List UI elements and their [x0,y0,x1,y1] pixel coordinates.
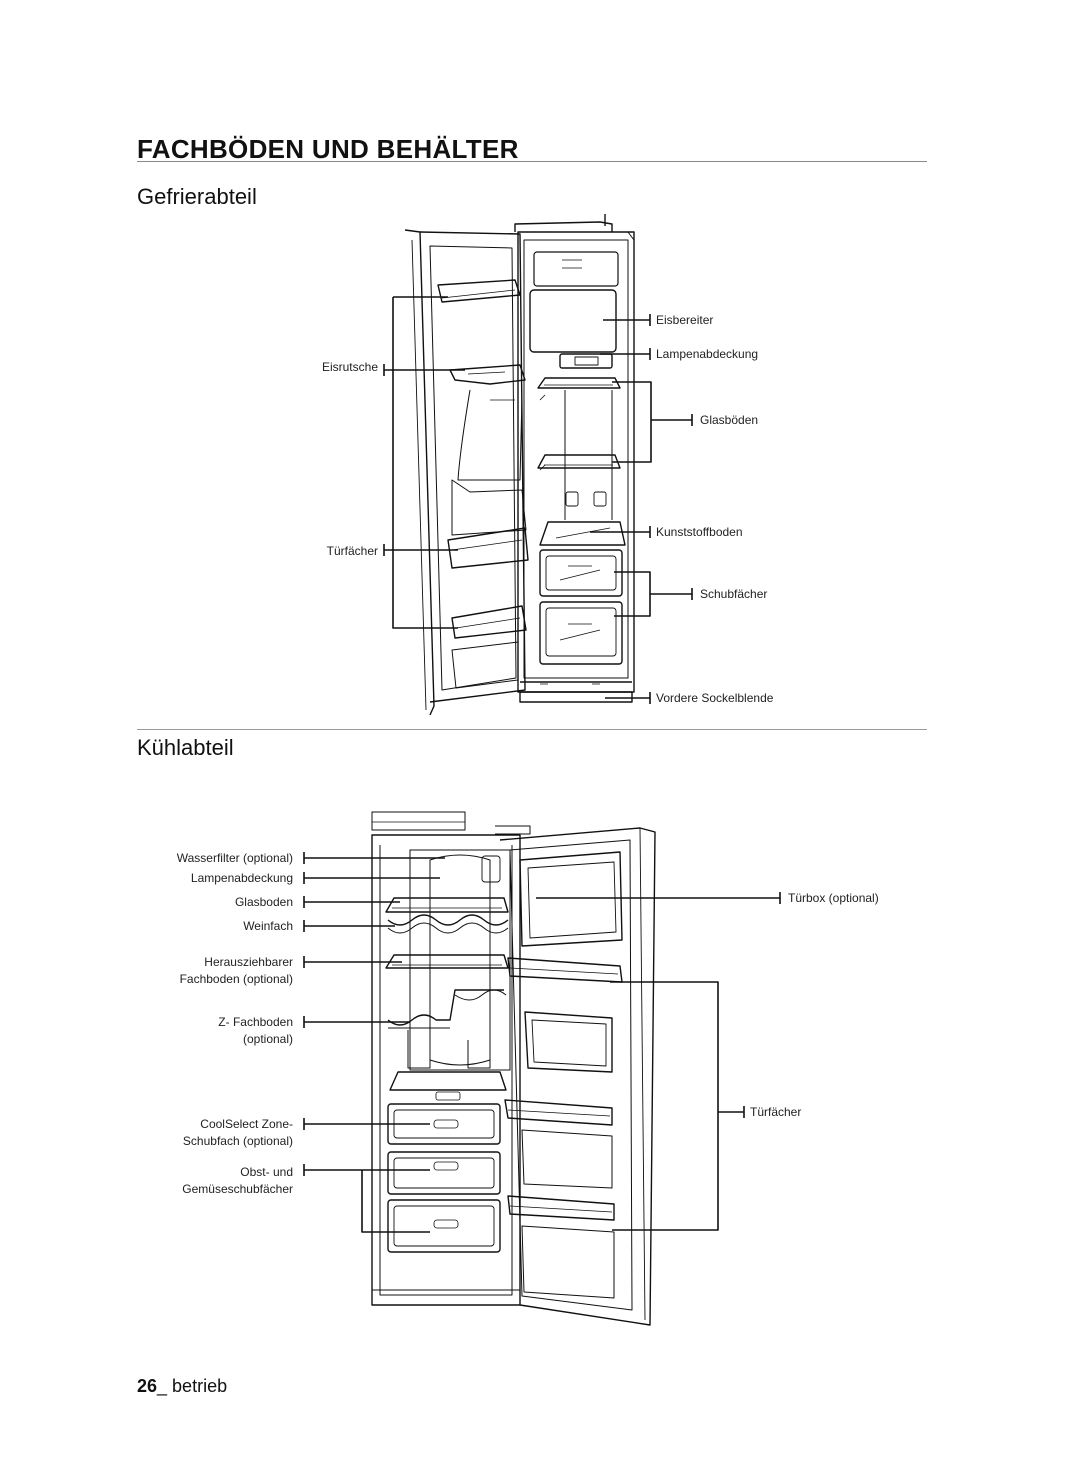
page-footer: 26_ betrieb [137,1376,227,1397]
label-kunststoffboden: Kunststoffboden [656,525,743,539]
label-gemuseschubfacher: Gemüseschubfächer [182,1182,293,1196]
label-lampenabdeckung-fridge: Lampenabdeckung [191,871,293,885]
label-wasserfilter: Wasserfilter (optional) [177,851,293,865]
freezer-heading: Gefrierabteil [137,184,257,209]
label-schubfacher: Schubfächer [700,587,767,601]
freezer-callout-lines [383,296,693,704]
label-lampenabdeckung-freezer: Lampenabdeckung [656,347,758,361]
label-coolselect: CoolSelect Zone- [200,1117,293,1131]
label-herausziehbarer: Herausziehbarer [204,955,293,969]
freezer-labels: Eisrutsche Türfächer Eisbereiter Lampena… [322,313,774,705]
fridge-callout-lines [303,852,781,1233]
label-turfacher-freezer: Türfächer [327,544,378,558]
page-number: 26 [137,1376,158,1396]
label-z-optional: (optional) [243,1032,293,1046]
freezer-door-drawing [404,229,529,716]
label-turfacher-fridge: Türfächer [750,1105,801,1119]
fridge-labels: Wasserfilter (optional) Lampenabdeckung … [177,851,879,1196]
label-fachboden-optional: Fachboden (optional) [180,972,293,986]
freezer-cabinet-drawing [514,214,635,703]
label-schubfach-optional: Schubfach (optional) [183,1134,293,1148]
label-turbox: Türbox (optional) [788,891,879,905]
label-z-fachboden: Z- Fachboden [218,1015,293,1029]
label-sockelblende: Vordere Sockelblende [656,691,774,705]
fridge-door-drawing [499,827,656,1326]
footer-section-word: betrieb [172,1376,228,1396]
fridge-cabinet-drawing [371,811,531,1306]
label-obst-und: Obst- und [240,1165,293,1179]
label-weinfach: Weinfach [243,919,293,933]
label-eisbereiter: Eisbereiter [656,313,713,327]
label-glasboden-fridge: Glasboden [235,895,293,909]
title-rule [137,161,927,162]
section-rule [137,729,927,730]
page-title: FACHBÖDEN UND BEHÄLTER [137,134,519,164]
label-glasboden-freezer: Glasböden [700,413,758,427]
fridge-diagram: Wasserfilter (optional) Lampenabdeckung … [177,811,879,1326]
fridge-heading: Kühlabteil [137,735,234,760]
footer-section: _ betrieb [157,1376,228,1396]
label-eisrutsche: Eisrutsche [322,360,378,374]
freezer-diagram: Eisrutsche Türfächer Eisbereiter Lampena… [322,214,774,716]
